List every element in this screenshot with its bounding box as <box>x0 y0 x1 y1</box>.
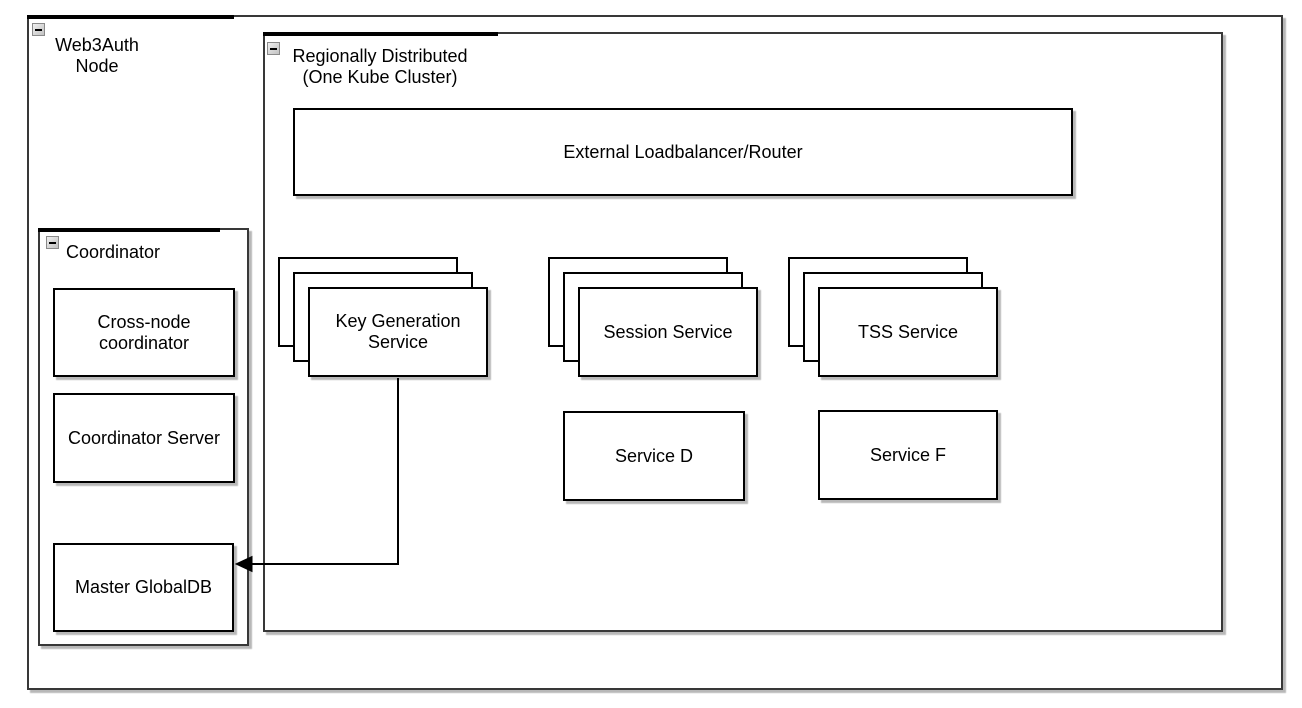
minus-glyph <box>49 241 56 244</box>
minus-glyph <box>35 28 42 31</box>
node-label: TSS Service <box>857 321 959 342</box>
node-label: Coordinator Server <box>67 427 221 448</box>
stack-session-service: Session Service <box>548 257 760 379</box>
node-label: Cross-node coordinator <box>97 311 191 353</box>
container-label-cluster: Regionally Distributed (One Kube Cluster… <box>290 46 470 88</box>
label-line: (One Kube Cluster) <box>302 67 458 87</box>
node-service-f[interactable]: Service F <box>818 410 998 500</box>
minus-glyph <box>270 47 277 50</box>
collapse-minus-icon[interactable] <box>46 236 59 249</box>
node-label: Service F <box>869 444 947 465</box>
collapse-minus-icon[interactable] <box>267 42 280 55</box>
node-label: Key Generation Service <box>335 311 461 352</box>
stack-tss-service: TSS Service <box>788 257 1000 379</box>
node-master-globaldb[interactable]: Master GlobalDB <box>53 543 234 632</box>
collapse-minus-icon[interactable] <box>32 23 45 36</box>
label-line: Node <box>75 56 119 76</box>
node-coordinator-server[interactable]: Coordinator Server <box>53 393 235 483</box>
container-label-coordinator: Coordinator <box>66 242 160 263</box>
container-label-web3auth: Web3Auth Node <box>42 35 152 77</box>
container-topbar <box>263 32 498 36</box>
label-line: Regionally Distributed <box>292 46 468 66</box>
node-key-generation-service[interactable]: Key Generation Service <box>308 287 488 377</box>
node-label: External Loadbalancer/Router <box>563 141 803 162</box>
label-line: Coordinator <box>66 242 161 262</box>
node-label: Master GlobalDB <box>74 577 213 597</box>
node-service-d[interactable]: Service D <box>563 411 745 501</box>
label-line: Web3Auth <box>55 35 139 55</box>
node-external-loadbalancer[interactable]: External Loadbalancer/Router <box>293 108 1073 196</box>
stack-key-generation-service: Key Generation Service <box>278 257 490 379</box>
container-topbar <box>38 228 220 232</box>
node-cross-node-coordinator[interactable]: Cross-node coordinator <box>53 288 235 377</box>
node-label: Session Service <box>603 321 733 342</box>
node-label: Service D <box>614 445 694 466</box>
node-session-service[interactable]: Session Service <box>578 287 758 377</box>
container-topbar <box>27 15 234 19</box>
node-tss-service[interactable]: TSS Service <box>818 287 998 377</box>
